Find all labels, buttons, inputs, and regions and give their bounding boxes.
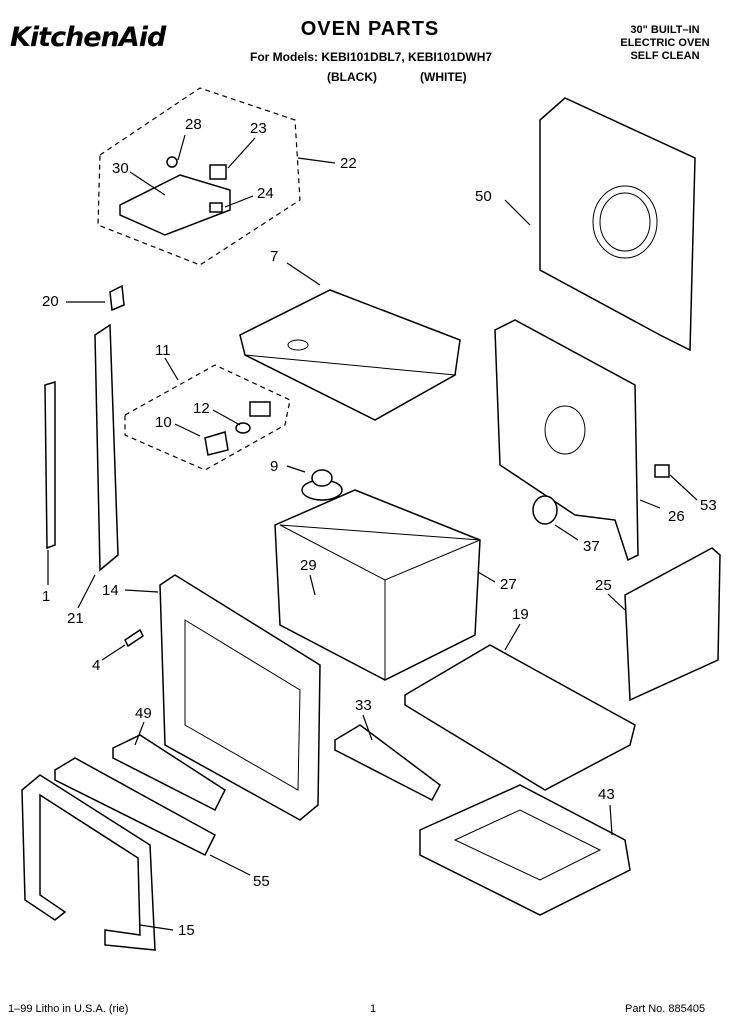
light-group-outline [124, 364, 291, 471]
callout-29: 29 [300, 557, 317, 574]
callout-24: 24 [257, 185, 274, 202]
product-line-3: SELF CLEAN [630, 50, 700, 62]
callout-37: 37 [583, 538, 600, 555]
footer-page-number: 1 [370, 1003, 377, 1015]
product-description: 30" BUILT–IN ELECTRIC OVEN SELF CLEAN [610, 24, 720, 63]
product-line-1: 30" BUILT–IN [630, 24, 700, 36]
side-strip-shape [44, 380, 56, 550]
front-frame-shape [159, 574, 321, 821]
page-title: OVEN PARTS [300, 18, 440, 40]
switch-shape [209, 164, 227, 180]
bottom-panel-shape [404, 644, 636, 791]
callout-11: 11 [155, 342, 171, 359]
callout-15: 15 [178, 922, 195, 939]
light-cover-shape [204, 431, 229, 456]
sensor-shape [166, 156, 178, 168]
door-gasket-shape [21, 774, 156, 951]
callout-28: 28 [185, 116, 202, 133]
callout-55: 55 [253, 873, 270, 890]
vent-shape [54, 757, 216, 857]
side-trim-shape [94, 323, 119, 572]
rear-panel-vent [592, 185, 658, 259]
trim-strip-shape [112, 734, 226, 812]
control-group-outline [97, 87, 301, 266]
screw-shape [124, 628, 144, 648]
light-socket-shape [249, 401, 271, 417]
callout-7: 7 [270, 248, 279, 265]
bracket-shape [654, 464, 670, 478]
callout-27: 27 [500, 576, 517, 593]
callout-23: 23 [250, 120, 267, 137]
side-panel-shape [494, 319, 639, 562]
callout-49: 49 [135, 705, 152, 722]
callout-30: 30 [112, 160, 129, 177]
lower-trim-shape [334, 724, 441, 802]
side-panel-vent [544, 405, 586, 455]
variant-black: (BLACK) [327, 70, 377, 84]
rear-panel-shape [539, 97, 696, 352]
callout-50: 50 [475, 188, 492, 205]
callout-9: 9 [270, 458, 279, 475]
callout-10: 10 [155, 414, 172, 431]
top-panel-shape [239, 289, 461, 421]
light-lens-shape [235, 422, 251, 434]
variant-white: (WHITE) [420, 70, 467, 84]
callout-53: 53 [700, 497, 717, 514]
footer-litho: 1–99 Litho in U.S.A. (rie) [8, 1003, 129, 1015]
callout-20: 20 [42, 293, 59, 310]
clip-shape [109, 284, 125, 312]
oven-cavity-shape [274, 489, 481, 681]
callout-33: 33 [355, 697, 372, 714]
model-numbers: For Models: KEBI101DBL7, KEBI101DWH7 [250, 50, 493, 64]
control-bracket-shape [119, 174, 231, 236]
callout-14: 14 [102, 582, 119, 599]
callout-1: 1 [42, 588, 51, 605]
side-cover-shape [624, 547, 721, 702]
gasket-shape [532, 495, 558, 525]
footer-part-number: Part No. 885405 [625, 1003, 706, 1015]
fuse-shape [209, 202, 223, 213]
callout-43: 43 [598, 786, 615, 803]
callout-25: 25 [595, 577, 612, 594]
callout-4: 4 [92, 657, 101, 674]
brand-logo: KitchenAid [10, 22, 166, 53]
tray-shape [419, 784, 631, 916]
product-line-2: ELECTRIC OVEN [620, 37, 710, 49]
callout-22: 22 [340, 155, 357, 172]
callout-12: 12 [193, 400, 210, 417]
callout-21: 21 [67, 610, 84, 627]
callout-26: 26 [668, 508, 685, 525]
callout-19: 19 [512, 606, 529, 623]
